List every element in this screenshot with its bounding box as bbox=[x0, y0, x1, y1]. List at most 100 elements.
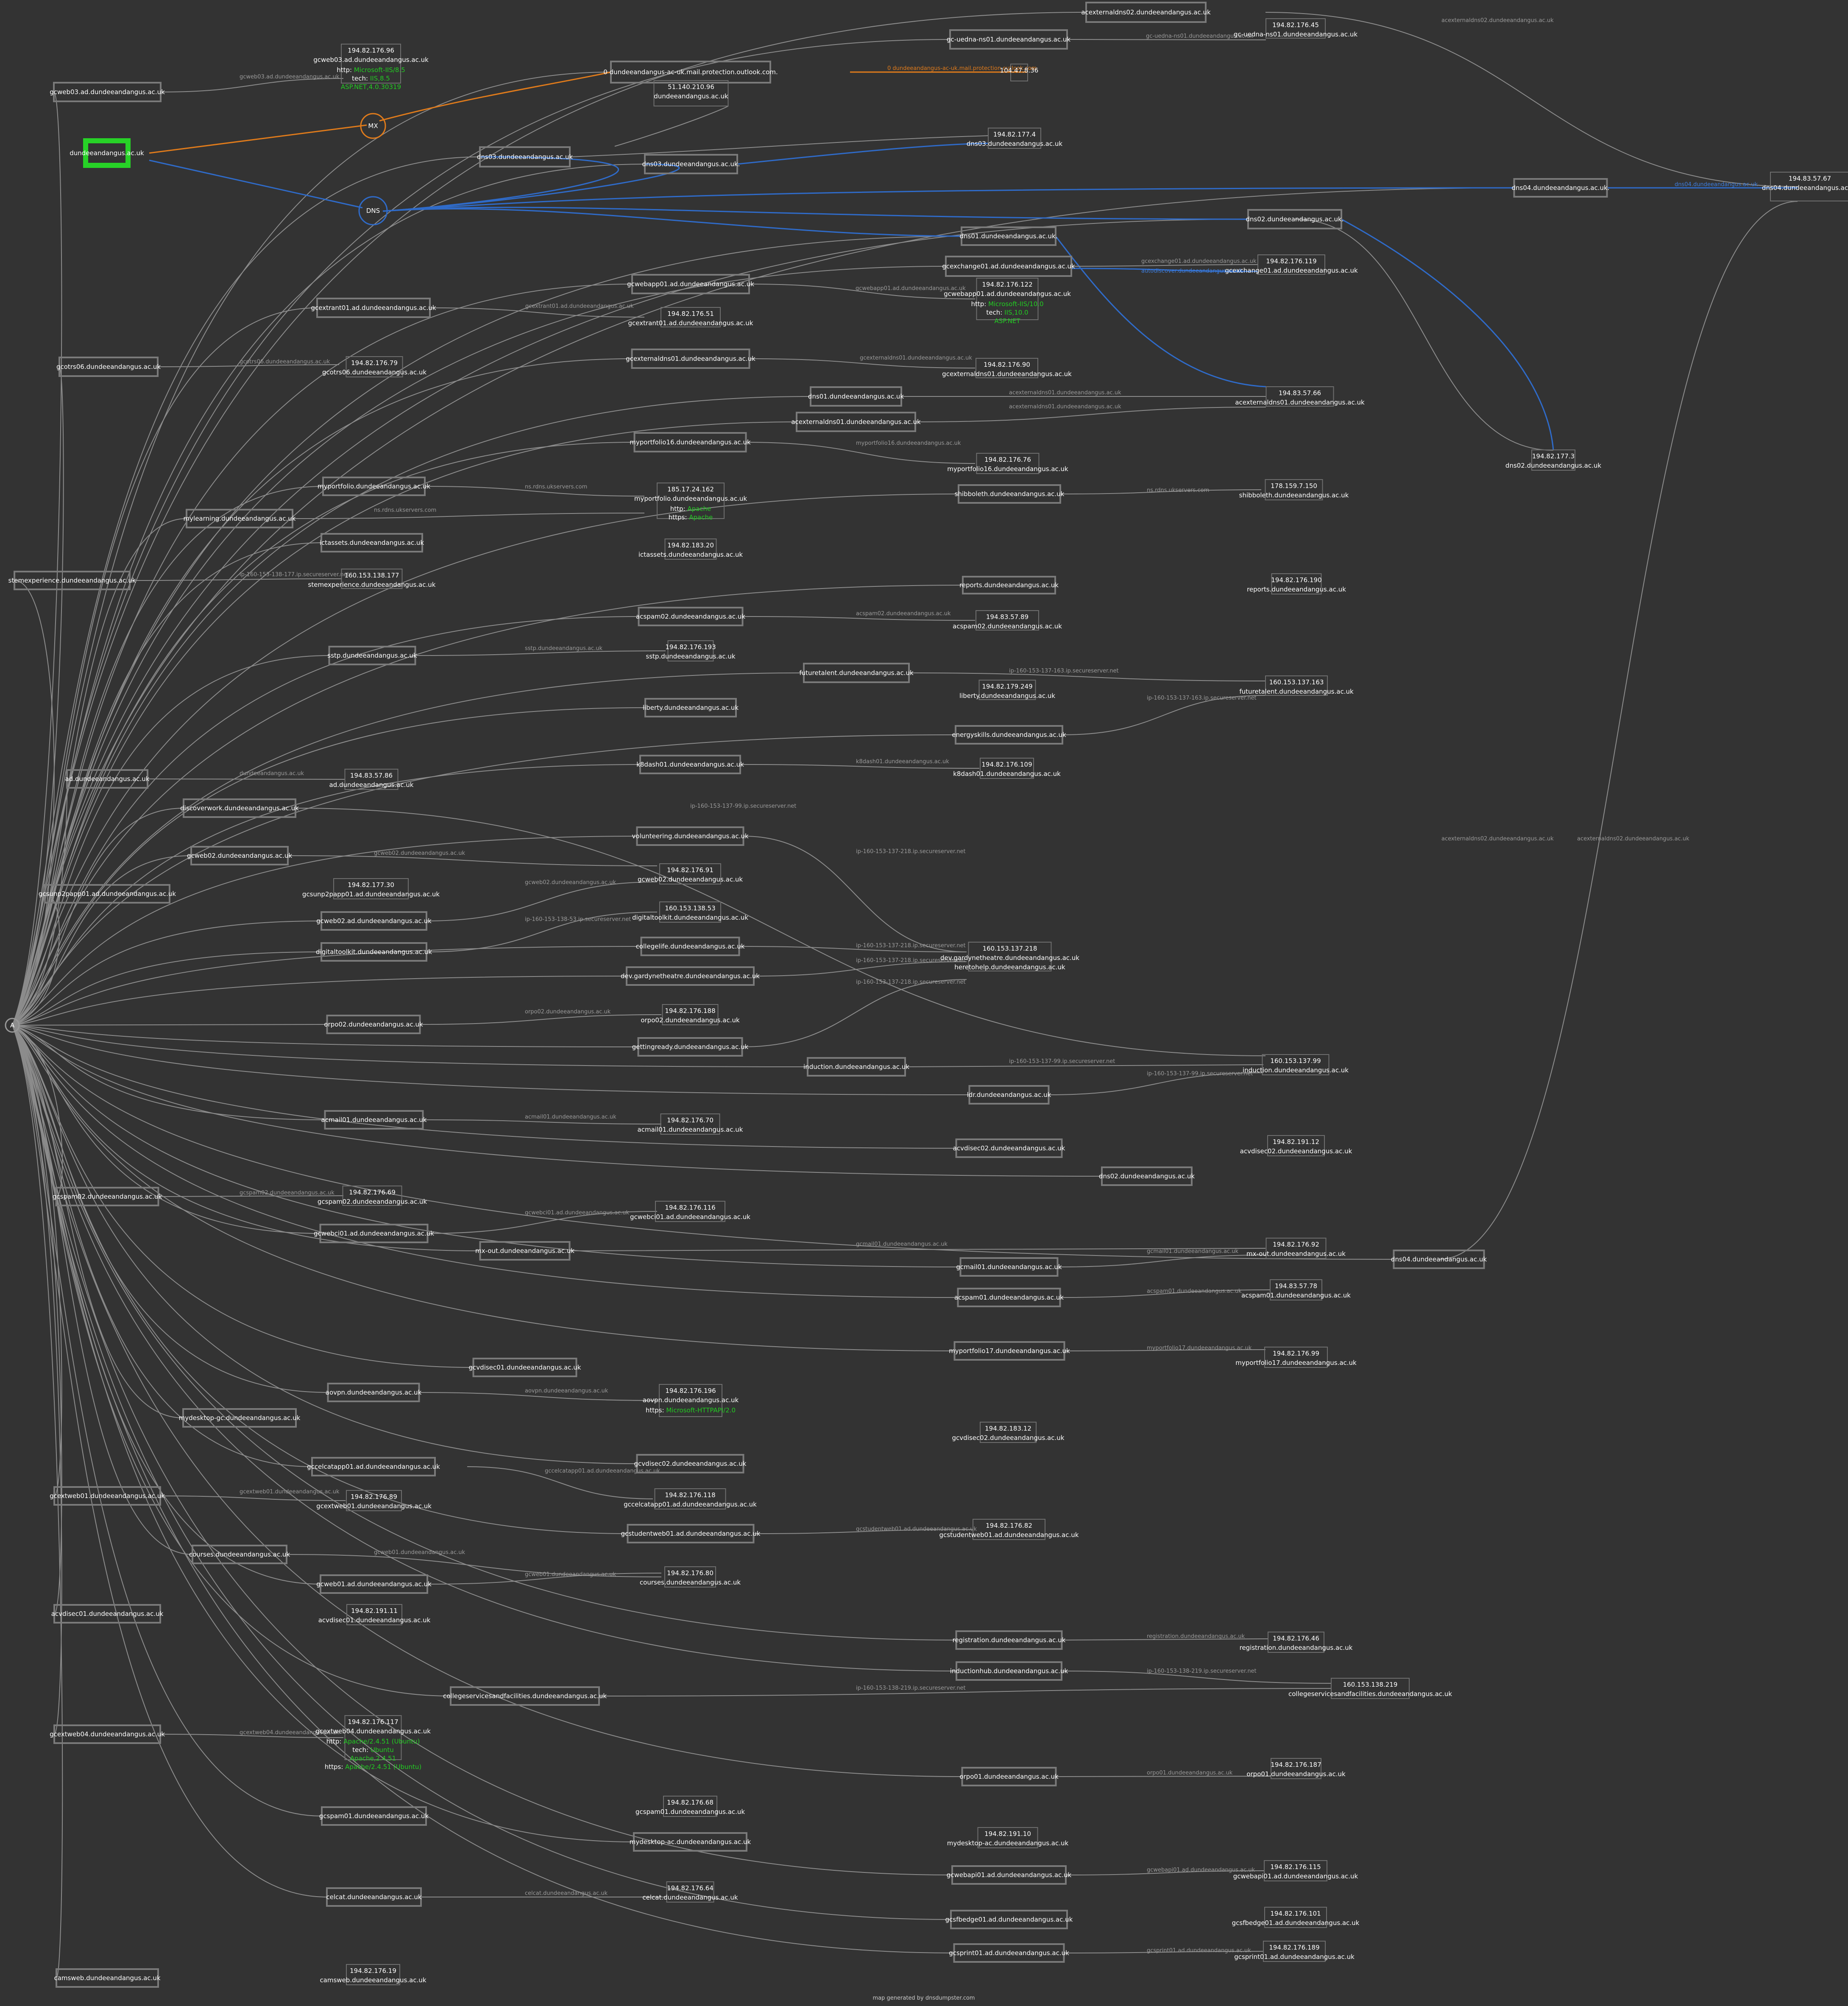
host-node[interactable]: dns04.dundeeandangus.ac.uk bbox=[1391, 1250, 1487, 1269]
host-node[interactable]: shibboleth.dundeeandangus.ac.uk bbox=[955, 484, 1065, 504]
ip-node[interactable]: 194.82.176.51gcextrant01.ad.dundeeandang… bbox=[628, 307, 753, 327]
host-node[interactable]: induction.dundeeandangus.ac.uk bbox=[803, 1057, 909, 1077]
host-node[interactable]: mx-out.dundeeandangus.ac.uk bbox=[475, 1241, 574, 1261]
host-node[interactable]: celcat.dundeeandangus.ac.uk bbox=[326, 1887, 422, 1907]
host-node[interactable]: ldr.dundeeandangus.ac.uk bbox=[967, 1085, 1051, 1105]
host-node[interactable]: dns02.dundeeandangus.ac.uk bbox=[1099, 1166, 1195, 1186]
host-node[interactable]: mydesktop-gc.dundeeandangus.ac.uk bbox=[179, 1408, 301, 1428]
ip-node[interactable]: 194.82.176.189gcsprint01.ad.dundeeandang… bbox=[1234, 1941, 1355, 1962]
host-node[interactable]: gcwebapp01.ad.dundeeandangus.ac.uk bbox=[627, 274, 754, 294]
ip-node[interactable]: 194.82.176.187orpo01.dundeeandangus.ac.u… bbox=[1246, 1758, 1346, 1779]
host-node[interactable]: gcweb03.ad.dundeeandangus.ac.uk bbox=[50, 82, 165, 102]
host-node[interactable]: liberty.dundeeandangus.ac.uk bbox=[643, 698, 739, 717]
ip-node[interactable]: 194.82.176.82gcstudentweb01.ad.dundeeand… bbox=[939, 1519, 1079, 1540]
ip-node[interactable]: 194.82.183.12gcvdisec02.dundeeandangus.a… bbox=[952, 1422, 1065, 1443]
host-node[interactable]: futuretalent.dundeeandangus.ac.uk bbox=[799, 663, 914, 683]
ip-node[interactable]: 194.82.176.117gcextweb04.dundeeandangus.… bbox=[315, 1715, 431, 1771]
host-node[interactable]: gcwebci01.ad.dundeeandangus.ac.uk bbox=[314, 1224, 434, 1243]
ip-node[interactable]: 194.82.191.11acvdisec01.dundeeandangus.a… bbox=[318, 1604, 431, 1625]
ip-node[interactable]: 194.82.176.116gcwebci01.ad.dundeeandangu… bbox=[630, 1201, 750, 1222]
host-node[interactable]: ad.dundeeandangus.ac.uk bbox=[65, 769, 150, 789]
host-node[interactable]: gcweb02.dundeeandangus.ac.uk bbox=[187, 846, 292, 865]
host-node[interactable]: courses.dundeeandangus.ac.uk bbox=[189, 1545, 290, 1564]
host-node[interactable]: gcsprint01.ad.dundeeandangus.ac.uk bbox=[949, 1943, 1069, 1963]
ip-node[interactable]: 194.82.176.122gcwebapp01.ad.dundeeandang… bbox=[944, 278, 1071, 325]
ip-node[interactable]: 194.82.176.45gc-uedna-ns01.dundeeandangu… bbox=[1234, 18, 1357, 39]
host-node[interactable]: dev.gardynetheatre.dundeeandangus.ac.uk bbox=[621, 966, 760, 986]
host-node[interactable]: gcvdisec02.dundeeandangus.ac.uk bbox=[634, 1454, 747, 1473]
host-node[interactable]: gcotrs06.dundeeandangus.ac.uk bbox=[56, 357, 161, 377]
host-node[interactable]: reports.dundeeandangus.ac.uk bbox=[959, 576, 1059, 594]
host-node[interactable]: gcmail01.dundeeandangus.ac.uk bbox=[956, 1257, 1062, 1277]
ip-node[interactable]: 194.82.176.89gcextweb01.dundeeandangus.a… bbox=[316, 1490, 432, 1511]
ip-node[interactable]: 194.82.191.12acvdisec02.dundeeandangus.a… bbox=[1240, 1135, 1352, 1156]
host-node[interactable]: gcwebapi01.ad.dundeeandangus.ac.uk bbox=[947, 1865, 1072, 1885]
host-node[interactable]: gcsfbedge01.ad.dundeeandangus.ac.uk bbox=[945, 1910, 1073, 1929]
host-node[interactable]: mydesktop-ac.dundeeandangus.ac.uk bbox=[630, 1832, 751, 1852]
host-node[interactable]: gcextweb04.dundeeandangus.ac.uk bbox=[50, 1724, 165, 1744]
host-node[interactable]: volunteering.dundeeandangus.ac.uk bbox=[632, 826, 749, 846]
host-node[interactable]: collegelife.dundeeandangus.ac.uk bbox=[636, 937, 745, 956]
host-node[interactable]: gcweb01.ad.dundeeandangus.ac.uk bbox=[316, 1574, 432, 1594]
ip-node[interactable]: 194.82.183.20ictassets.dundeeandangus.ac… bbox=[638, 538, 743, 560]
host-node[interactable]: gcextrant01.ad.dundeeandangus.ac.uk bbox=[311, 298, 436, 318]
host-node[interactable]: myportfolio17.dundeeandangus.ac.uk bbox=[949, 1341, 1070, 1361]
ip-node[interactable]: 160.153.138.219collegeservicesandfacilit… bbox=[1288, 1678, 1452, 1699]
ip-node[interactable]: 194.82.176.119gcexchange01.ad.dundeeanda… bbox=[1225, 254, 1358, 275]
host-node[interactable]: gcvdisec01.dundeeandangus.ac.uk bbox=[469, 1358, 581, 1377]
host-node[interactable]: orpo02.dundeeandangus.ac.uk bbox=[324, 1015, 423, 1034]
ip-node[interactable]: 194.82.176.101gcsfbedge01.ad.dundeeandan… bbox=[1232, 1907, 1360, 1928]
host-node[interactable]: k8dash01.dundeeandangus.ac.uk bbox=[636, 755, 744, 774]
host-node[interactable]: myportfolio16.dundeeandangus.ac.uk bbox=[630, 432, 751, 452]
host-node[interactable]: acvdisec01.dundeeandangus.ac.uk bbox=[51, 1604, 164, 1624]
host-node[interactable]: registration.dundeeandangus.ac.uk bbox=[953, 1630, 1066, 1650]
ip-node[interactable]: 194.83.57.89acspam02.dundeeandangus.ac.u… bbox=[953, 610, 1062, 631]
host-node[interactable]: dns02.dundeeandangus.ac.uk. bbox=[1246, 209, 1344, 229]
ip-node[interactable]: 104.47.8.36 bbox=[1000, 64, 1039, 81]
ip-node[interactable]: 194.82.176.118gccelcatapp01.ad.dundeeand… bbox=[624, 1488, 757, 1509]
host-node[interactable]: dns03.dundeeandangus.ac.uk. bbox=[642, 154, 740, 174]
ip-node[interactable]: 194.82.176.99myportfolio17.dundeeandangu… bbox=[1235, 1347, 1357, 1368]
ip-node[interactable]: 194.83.57.66acexternaldns01.dundeeandang… bbox=[1235, 386, 1365, 407]
root-domain-node[interactable]: dundeeandangus.ac.uk bbox=[70, 138, 144, 168]
host-node[interactable]: gcspam01.dundeeandangus.ac.uk bbox=[319, 1806, 429, 1826]
host-node[interactable]: gcextweb01.dundeeandangus.ac.uk bbox=[50, 1486, 165, 1506]
ip-node[interactable]: 194.82.176.76myportfolio16.dundeeandangu… bbox=[947, 453, 1068, 474]
host-node[interactable]: dns04.dundeeandangus.ac.uk. bbox=[1512, 178, 1610, 198]
ip-node[interactable]: 194.82.176.19camsweb.dundeeandangus.ac.u… bbox=[320, 1964, 426, 1985]
host-node[interactable]: gccelcatapp01.ad.dundeeandangus.ac.uk bbox=[307, 1457, 440, 1476]
ip-node[interactable]: 194.82.176.70acmail01.dundeeandangus.ac.… bbox=[638, 1113, 743, 1135]
ip-node[interactable]: 160.153.137.163futuretalent.dundeeandang… bbox=[1239, 675, 1354, 696]
host-node[interactable]: 0 dundeeandangus-ac-uk.mail.protection.o… bbox=[603, 61, 778, 84]
ip-node[interactable]: 194.82.176.69gcspam02.dundeeandangus.ac.… bbox=[318, 1186, 427, 1206]
host-node[interactable]: gettingready.dundeeandangus.ac.uk bbox=[632, 1037, 749, 1057]
ip-node[interactable]: 194.82.176.96gcweb03.ad.dundeeandangus.a… bbox=[313, 44, 429, 91]
ip-node[interactable]: 194.82.176.115gcwebapi01.ad.dundeeandang… bbox=[1233, 1860, 1358, 1881]
ip-node[interactable]: 194.82.179.249liberty.dundeeandangus.ac.… bbox=[959, 680, 1055, 700]
host-node[interactable]: inductionhub.dundeeandangus.ac.uk bbox=[950, 1661, 1068, 1681]
host-node[interactable]: gc-uedna-ns01.dundeeandangus.ac.uk bbox=[947, 29, 1070, 50]
ip-node[interactable]: 160.153.137.218dev.gardynetheatre.dundee… bbox=[940, 942, 1079, 971]
host-node[interactable]: ictassets.dundeeandangus.ac.uk bbox=[320, 533, 424, 552]
host-node[interactable]: mylearning.dundeeandangus.ac.uk bbox=[184, 509, 296, 528]
ip-node[interactable]: 194.82.176.90gcexternaldns01.dundeeandan… bbox=[942, 358, 1072, 378]
host-node[interactable]: energyskills.dundeeandangus.ac.uk bbox=[952, 725, 1066, 745]
host-node[interactable]: dns03.dundeeandangus.ac.uk bbox=[477, 146, 573, 167]
host-node[interactable]: aovpn.dundeeandangus.ac.uk bbox=[326, 1383, 422, 1402]
host-node[interactable]: dns01.dundeeandangus.ac.uk bbox=[808, 386, 904, 407]
ip-node[interactable]: 194.82.176.188orpo02.dundeeandangus.ac.u… bbox=[641, 1004, 740, 1025]
ip-node[interactable]: 178.159.7.150shibboleth.dundeeandangus.a… bbox=[1239, 479, 1349, 500]
ip-node[interactable]: 160.153.138.53digitaltoolkit.dundeeandan… bbox=[632, 901, 748, 923]
host-node[interactable]: acexternaldns01.dundeeandangus.ac.uk bbox=[791, 412, 921, 432]
ip-node[interactable]: 194.82.176.46registration.dundeeandangus… bbox=[1240, 1632, 1353, 1653]
host-node[interactable]: acvdisec02.dundeeandangus.ac.uk bbox=[953, 1138, 1065, 1158]
host-node[interactable]: acspam01.dundeeandangus.ac.uk bbox=[954, 1288, 1064, 1307]
ip-node[interactable]: 194.82.191.10mydesktop-ac.dundeeandangus… bbox=[947, 1827, 1069, 1848]
ip-node[interactable]: 194.82.176.109k8dash01.dundeeandangus.ac… bbox=[953, 758, 1061, 779]
